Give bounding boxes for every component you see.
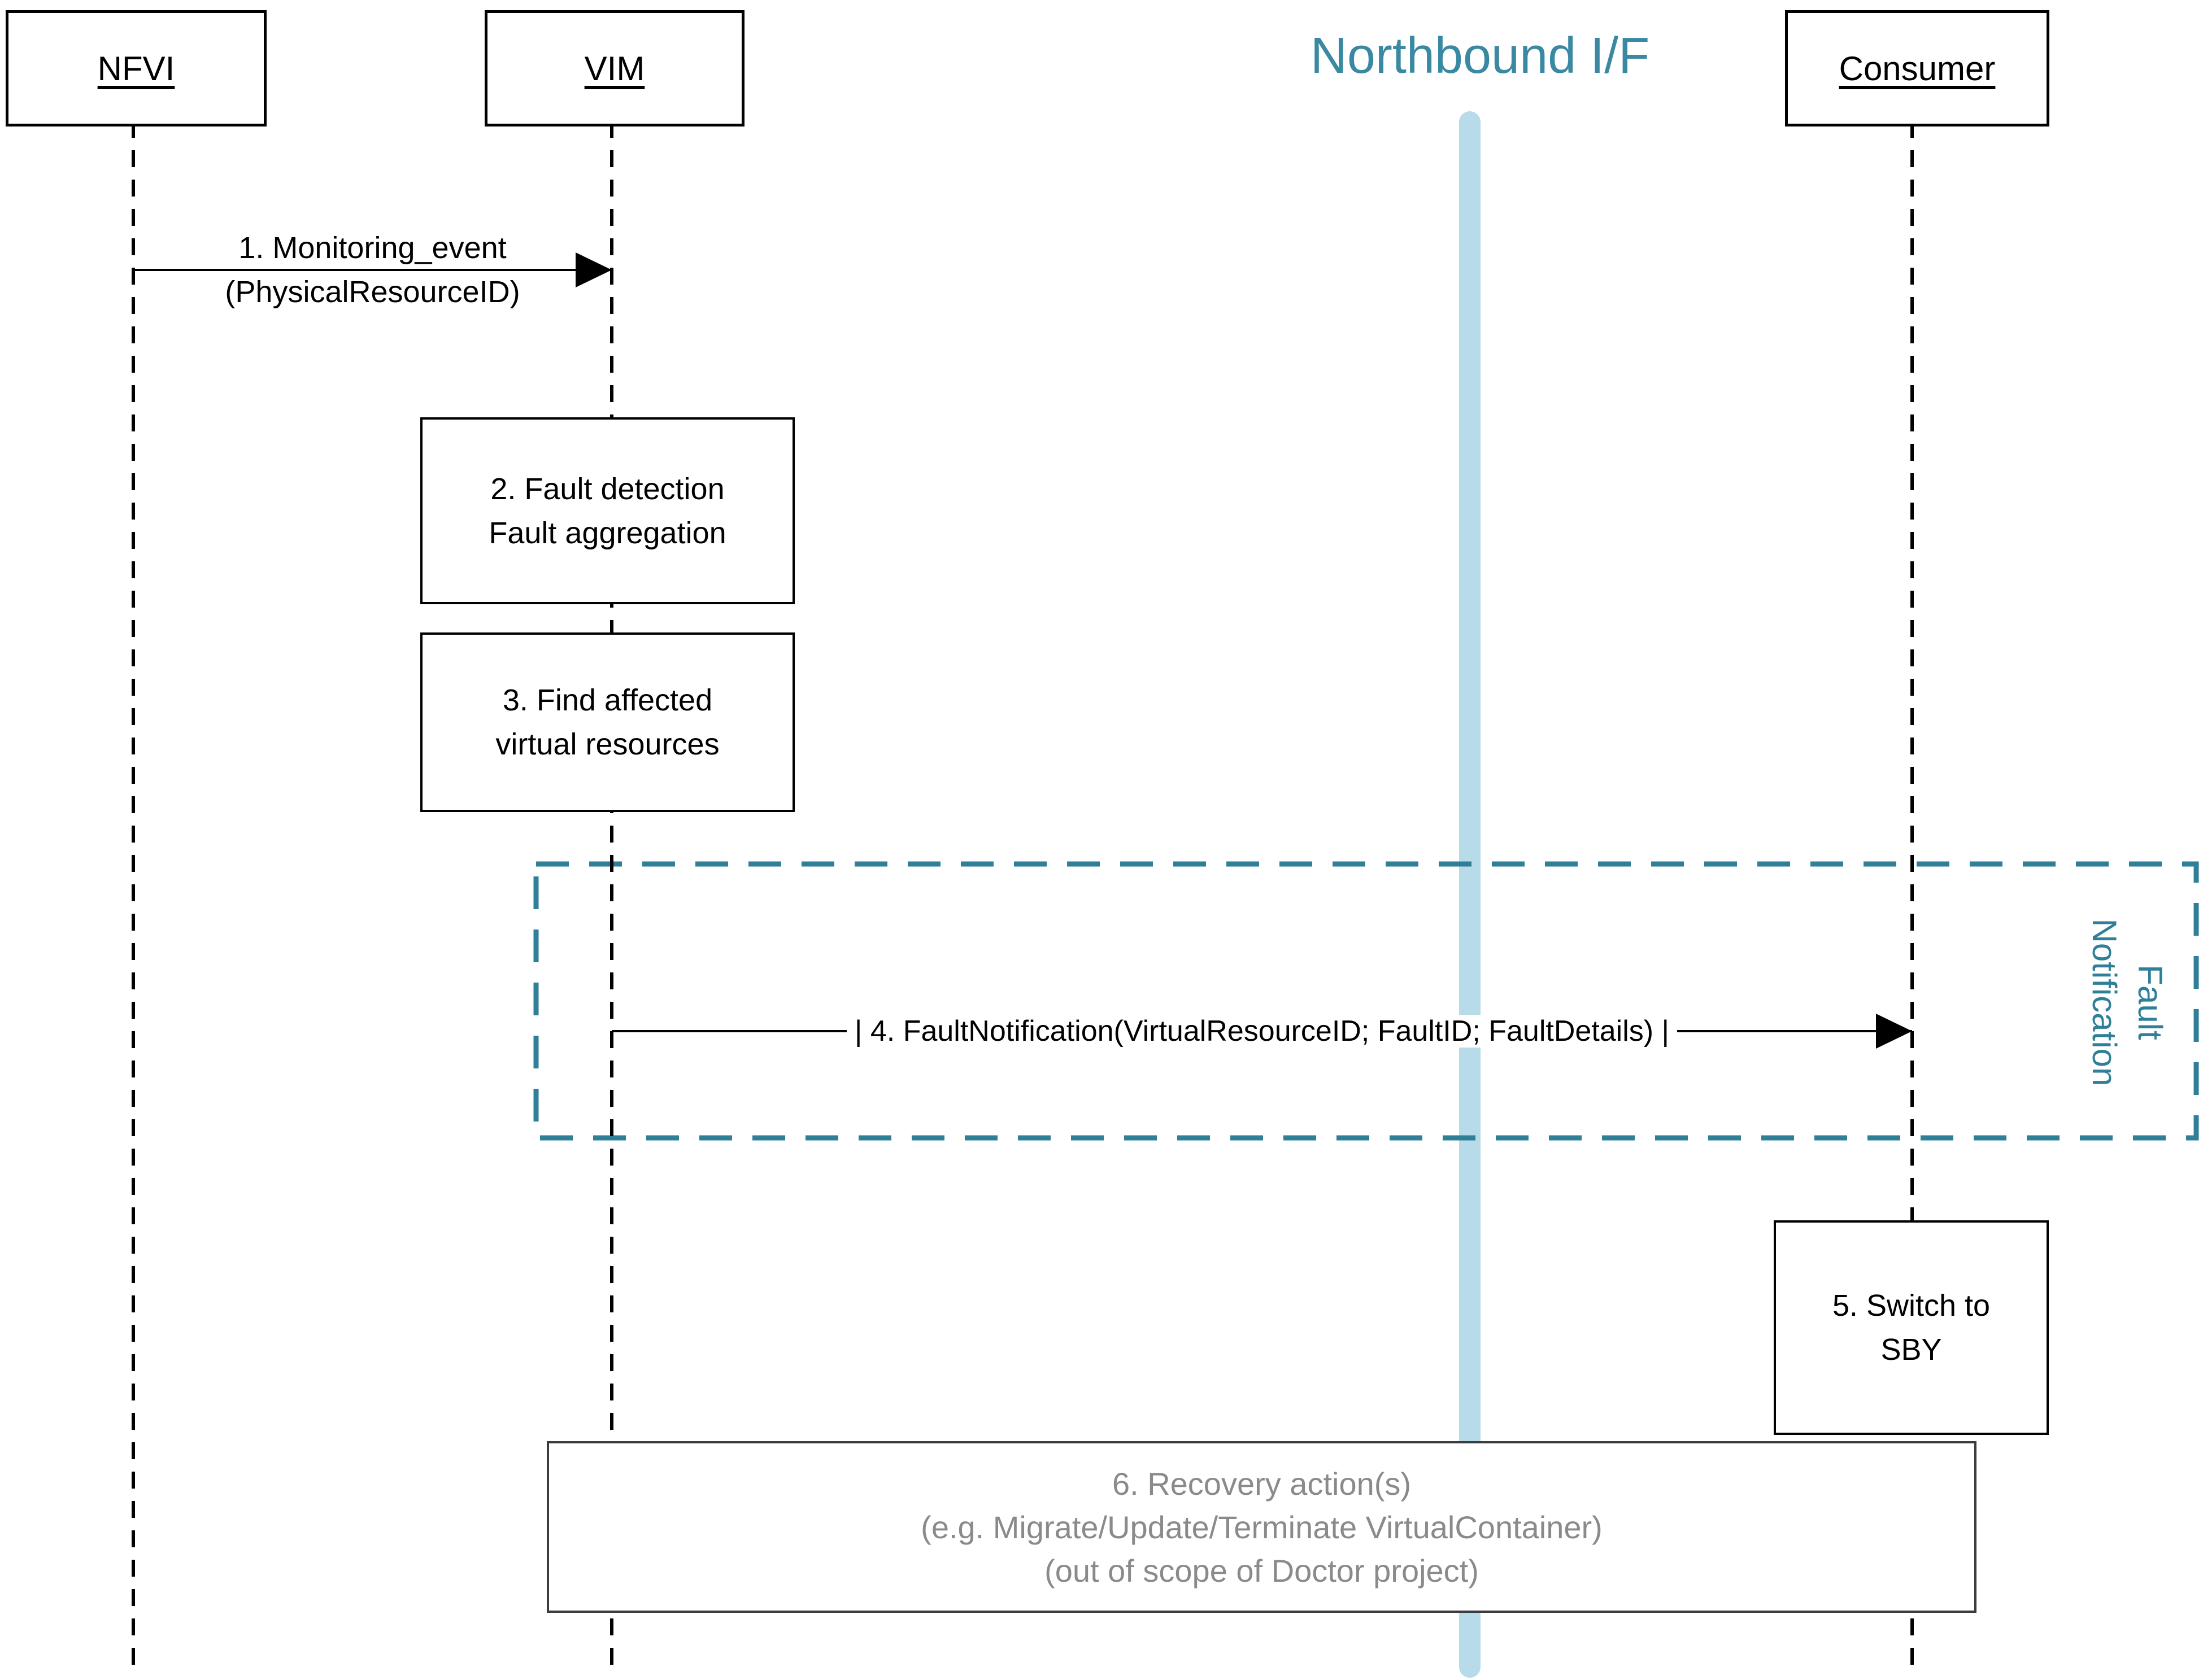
fragment-label-line2: Notification bbox=[2086, 918, 2123, 1086]
activity-box-switch-to-sby: 5. Switch to SBY bbox=[1774, 1220, 2049, 1435]
message4-arrowhead-icon bbox=[1876, 1014, 1912, 1049]
actor-box-vim: VIM bbox=[485, 10, 745, 126]
actor-label-consumer: Consumer bbox=[1839, 49, 1996, 88]
message4-label-text: | 4. FaultNotification(VirtualResourceID… bbox=[846, 1015, 1678, 1048]
note-line2: (e.g. Migrate/Update/Terminate VirtualCo… bbox=[921, 1509, 1603, 1545]
actor-label-nfvi: NFVI bbox=[97, 49, 175, 88]
activity5-line2: SBY bbox=[1880, 1333, 1942, 1367]
activity2-line1: 2. Fault detection bbox=[490, 472, 725, 506]
activity2-line2: Fault aggregation bbox=[489, 516, 726, 550]
message1-label-line2: (PhysicalResourceID) bbox=[219, 275, 526, 309]
note-line1: 6. Recovery action(s) bbox=[1112, 1465, 1412, 1502]
fault-notification-fragment-border bbox=[533, 861, 2199, 1141]
activity-box-fault-detection: 2. Fault detection Fault aggregation bbox=[420, 417, 795, 604]
message4-label: | 4. FaultNotification(VirtualResourceID… bbox=[612, 1012, 1912, 1050]
northbound-interface-bar bbox=[1459, 111, 1481, 1678]
message1-label-line1: 1. Monitoring_event bbox=[233, 231, 512, 265]
lifeline-consumer bbox=[1910, 121, 1914, 1674]
activity3-line1: 3. Find affected bbox=[502, 683, 713, 717]
message1-arrowhead-icon bbox=[576, 252, 612, 287]
activity5-line1: 5. Switch to bbox=[1832, 1289, 1991, 1323]
activity3-line2: virtual resources bbox=[495, 727, 720, 761]
lifeline-nfvi bbox=[132, 121, 135, 1674]
note-line3: (out of scope of Doctor project) bbox=[1044, 1552, 1479, 1589]
message1-label: 1. Monitoring_event (PhysicalResourceID) bbox=[133, 226, 612, 314]
actor-box-nfvi: NFVI bbox=[6, 10, 267, 126]
fragment-label-line1: Fault bbox=[2131, 965, 2169, 1040]
northbound-interface-title: Northbound I/F bbox=[1310, 28, 1650, 84]
message1-arrow-line bbox=[133, 269, 612, 271]
actor-label-vim: VIM bbox=[584, 49, 645, 88]
lifeline-vim bbox=[610, 121, 613, 1674]
fault-notification-fragment-label: Fault Notification bbox=[2077, 844, 2173, 1160]
activity-box-find-affected: 3. Find affected virtual resources bbox=[420, 632, 795, 812]
actor-box-consumer: Consumer bbox=[1785, 10, 2049, 126]
recovery-action-note-box: 6. Recovery action(s) (e.g. Migrate/Upda… bbox=[547, 1441, 1976, 1613]
